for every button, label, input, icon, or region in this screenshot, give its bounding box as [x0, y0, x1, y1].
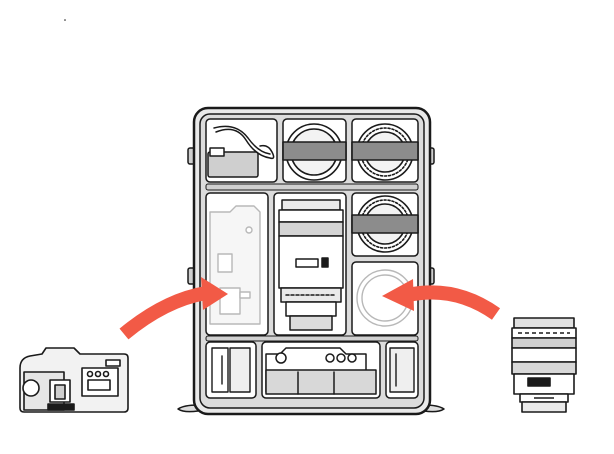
right-arrow: [382, 279, 501, 320]
lens-switch-panel: [527, 377, 551, 387]
stored-lens-ring-1: [278, 209, 344, 223]
stored-camera-btn-2: [336, 353, 346, 363]
stored-camera-base: [265, 369, 377, 395]
charger-cord: [215, 128, 275, 160]
stored-lens-mount: [285, 301, 337, 317]
camera-mode-dial: [22, 379, 40, 397]
lens: [511, 317, 577, 413]
charger-cord-2: [213, 125, 271, 155]
divider-horizontal-1: [205, 183, 419, 191]
left-arrow: [119, 277, 228, 340]
stored-camera-btn-3: [347, 353, 357, 363]
stray-mark: [64, 19, 66, 21]
ghost-camera-grip: [217, 253, 233, 273]
strap-2: [351, 141, 419, 161]
divider-horizontal-2: [205, 335, 419, 342]
left-arrow-shaft: [119, 286, 208, 340]
right-arrow-shaft: [406, 285, 501, 320]
stored-lens-rear: [289, 315, 333, 331]
stored-lens-window: [295, 258, 319, 268]
battery-items: [211, 347, 251, 393]
lens-hood-rim: [513, 317, 575, 329]
stored-camera-btn-1: [325, 353, 335, 363]
ghost-camera-button: [239, 291, 251, 299]
stored-camera: [265, 347, 377, 395]
charger-block: [207, 151, 259, 178]
ghost-camera: [209, 205, 261, 325]
right-arrow-head: [382, 279, 414, 311]
lens-rear-cap: [521, 401, 567, 413]
camera-body: [19, 347, 129, 413]
lens-barrel-band: [511, 361, 577, 375]
camera-button-3: [102, 370, 110, 378]
stored-lens-hood: [281, 199, 341, 211]
stored-lens-ring-2: [278, 221, 344, 237]
lens-focus-ring: [511, 347, 577, 363]
stored-lens-switch: [321, 257, 329, 268]
strap-3: [351, 214, 419, 234]
battery-2: [229, 347, 251, 393]
camera-lcd-screen: [87, 379, 111, 391]
battery-1: [211, 347, 229, 393]
stored-camera-dial: [275, 352, 287, 364]
camera-button-1: [86, 370, 94, 378]
small-items: [389, 347, 415, 393]
left-arrow-head: [201, 277, 228, 310]
zipper-pull-left: [177, 404, 199, 413]
memory-case: [389, 347, 415, 393]
camera-eyepiece-glass: [54, 384, 66, 400]
camera-button-2: [94, 370, 102, 378]
stored-lens: [278, 199, 344, 331]
camera-case: [177, 106, 445, 416]
camera-strap-lug: [47, 403, 75, 411]
lens-zoom-ring: [511, 337, 577, 349]
lens-cap-3: [351, 195, 419, 253]
charger-cable: [207, 125, 275, 178]
lens-cap-1: [282, 123, 347, 181]
camera-shutter: [105, 359, 121, 367]
strap-1: [282, 141, 347, 161]
ghost-camera-dial: [245, 226, 253, 234]
charger-plug: [209, 147, 225, 157]
lens-cap-2: [351, 123, 419, 181]
